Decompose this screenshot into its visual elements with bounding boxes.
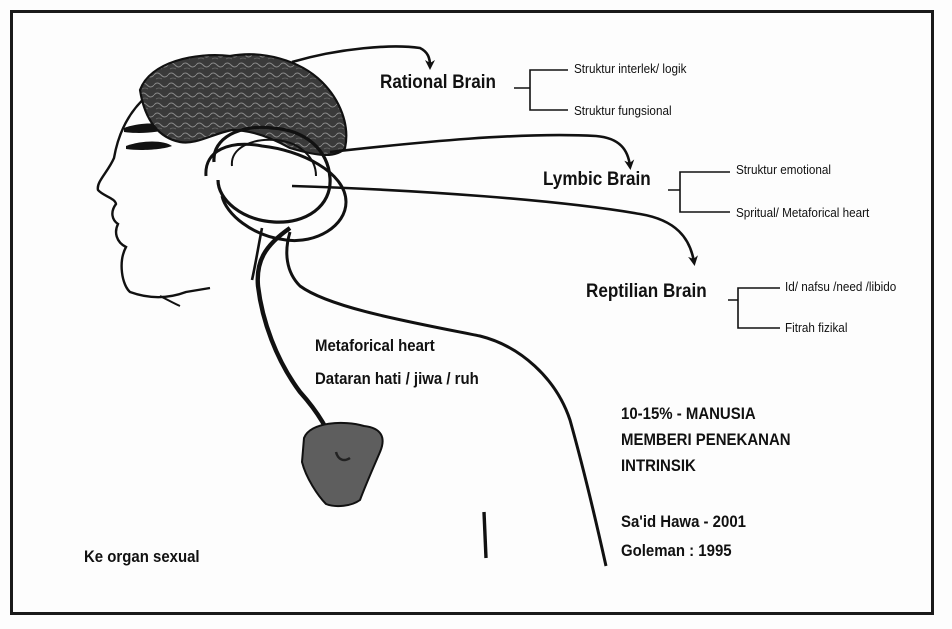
- rational-brain-shape: [140, 54, 346, 155]
- dataran-hati-label: Dataran hati / jiwa / ruh: [315, 370, 479, 387]
- rational-brain-label: Rational Brain: [380, 73, 496, 92]
- lymbic-bracket: [668, 172, 730, 212]
- arrow-to-rational: [292, 47, 430, 66]
- body-outline-line: [287, 232, 606, 566]
- arrow-to-reptilian: [292, 186, 694, 262]
- rational-item-logic: Struktur interlek/ logik: [574, 62, 687, 75]
- reference-goleman: Goleman : 1995: [621, 542, 732, 559]
- lymbic-item-emotional: Struktur emotional: [736, 163, 831, 176]
- reptilian-bracket: [728, 288, 780, 328]
- reference-said-hawa: Sa'id Hawa - 2001: [621, 513, 746, 530]
- reptilian-item-fitrah: Fitrah fizikal: [785, 321, 847, 334]
- vertical-mark: [484, 512, 486, 558]
- lymbic-brain-shape: [214, 127, 330, 222]
- rational-item-functional: Struktur fungsional: [574, 104, 672, 117]
- eye-shape: [126, 142, 172, 151]
- lymbic-item-spiritual: Spritual/ Metaforical heart: [736, 206, 869, 219]
- heart-shape: [302, 423, 383, 506]
- organ-label: Ke organ sexual: [84, 548, 200, 565]
- lymbic-brain-label: Lymbic Brain: [543, 170, 651, 189]
- statement-line-2: MEMBERI PENEKANAN: [621, 431, 791, 448]
- neck-line: [160, 296, 180, 306]
- arrow-to-lymbic: [330, 135, 630, 166]
- rational-bracket: [514, 70, 568, 110]
- metaforical-heart-label: Metaforical heart: [315, 337, 435, 354]
- reptilian-brain-label: Reptilian Brain: [586, 282, 707, 301]
- reptilian-item-nafsu: Id/ nafsu /need /libido: [785, 280, 896, 293]
- statement-line-1: 10-15% - MANUSIA: [621, 405, 756, 422]
- statement-line-3: INTRINSIK: [621, 457, 696, 474]
